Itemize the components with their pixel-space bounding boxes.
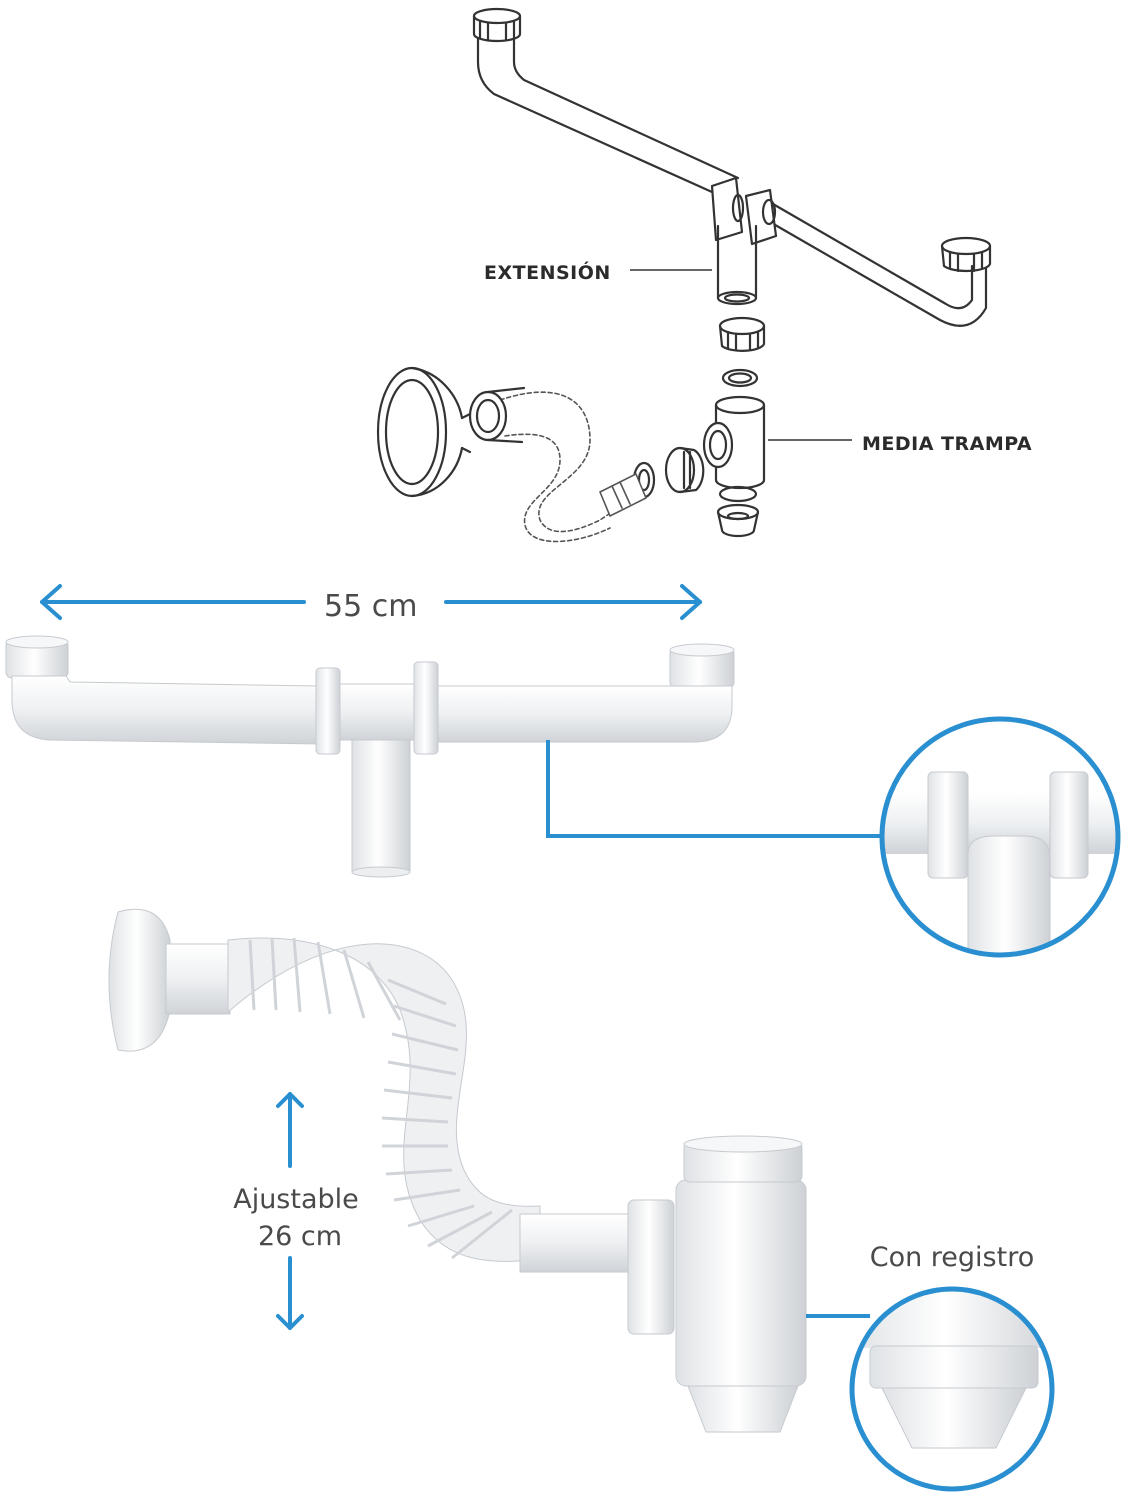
- zoom-leader-line-1: [546, 740, 880, 838]
- cleanout-cap: [716, 503, 760, 538]
- cleanout-zoom-circle: [849, 1286, 1055, 1492]
- trap-nut: [718, 316, 766, 352]
- half-trap-label: MEDIA TRAMPA: [862, 433, 1032, 455]
- extension-label: EXTENSIÓN: [484, 260, 611, 284]
- left-inlet-pipe: [476, 36, 740, 194]
- trap-washer: [721, 368, 759, 388]
- sink-bell-drawing: [376, 366, 472, 498]
- width-label: 55 cm: [324, 589, 417, 624]
- adjustable-label-line1: Ajustable: [233, 1184, 359, 1215]
- cap-washer: [718, 485, 758, 503]
- half-trap-body: [702, 395, 766, 490]
- right-inlet-pipe: [768, 202, 988, 327]
- side-nut: [664, 446, 705, 494]
- double-inlet-pipe: [5, 635, 735, 878]
- right-inlet-nut: [940, 236, 992, 273]
- exploded-line-drawing: [376, 7, 992, 543]
- adjustable-dimension: [276, 1092, 304, 1330]
- extension-pipe: [716, 224, 758, 306]
- cleanout-label: Con registro: [870, 1242, 1035, 1273]
- flex-hose-drawing: [499, 391, 647, 543]
- left-inlet-nut: [472, 7, 522, 43]
- hose-connector: [468, 386, 526, 444]
- tee-junction: [710, 176, 778, 246]
- hose-ribs: [248, 937, 513, 1260]
- flex-hose-trap: [108, 908, 807, 1433]
- width-dimension: [40, 584, 702, 620]
- tee-zoom-circle: [879, 716, 1121, 958]
- adjustable-label-line2: 26 cm: [258, 1221, 342, 1252]
